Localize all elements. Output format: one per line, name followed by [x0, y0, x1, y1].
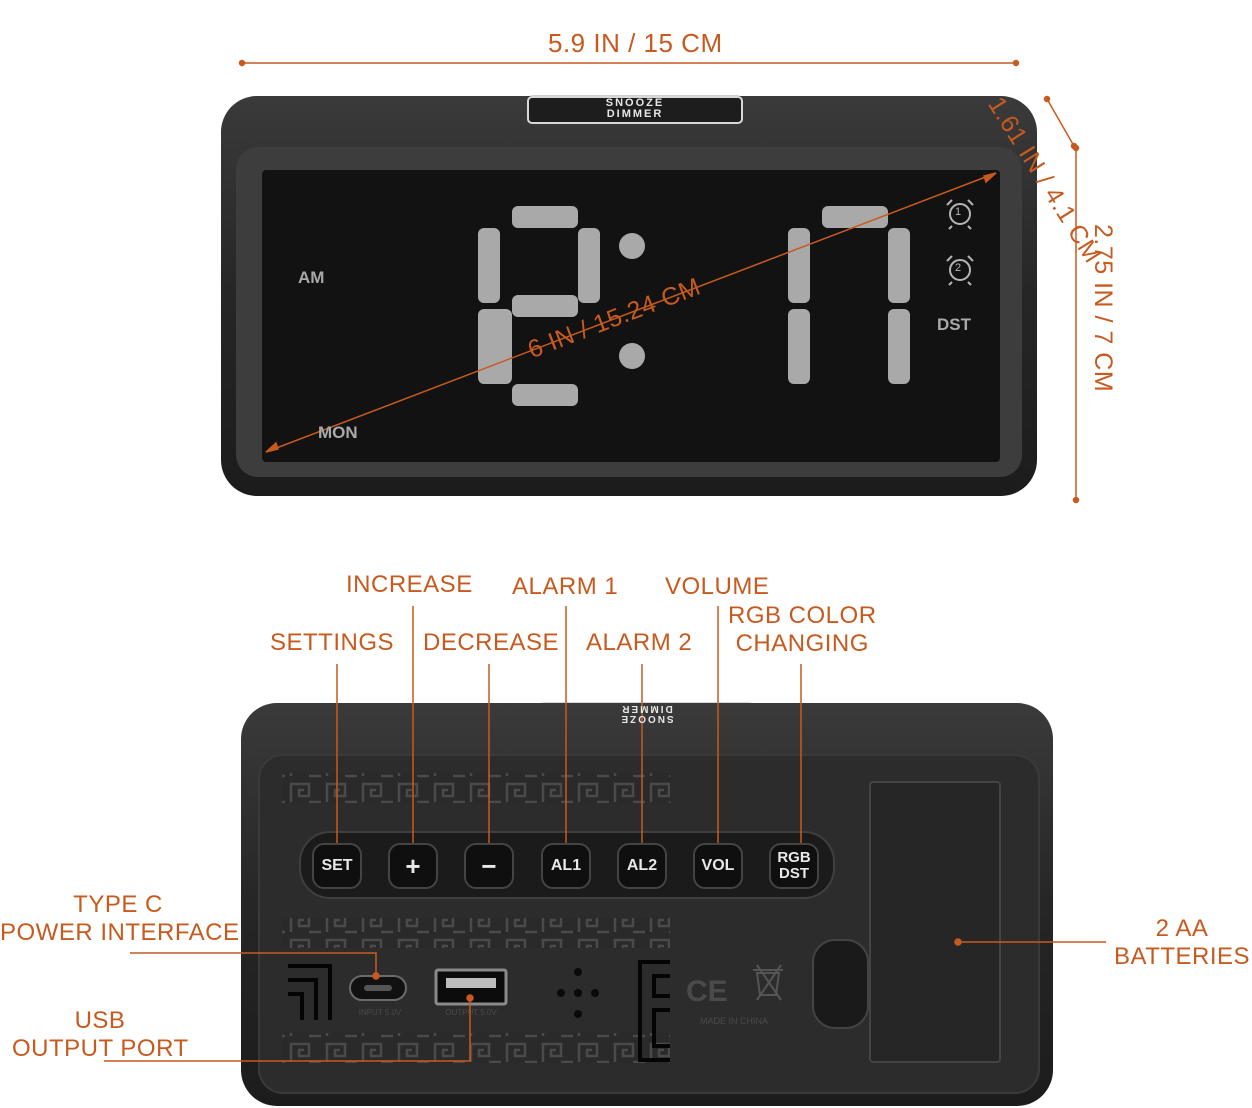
front-clock — [221, 95, 1037, 496]
snooze-text-front: SNOOZE DIMMER — [528, 98, 742, 120]
segment-d1 — [512, 384, 578, 406]
segment-a3 — [822, 206, 888, 228]
bin-icon — [753, 964, 783, 1001]
dimmer-word: DIMMER — [606, 108, 664, 120]
increase-callout: INCREASE — [346, 571, 473, 598]
ce-mark: CE — [686, 975, 728, 1008]
rgb-dst-label-6: RGB — [777, 849, 811, 866]
snooze-word: SNOOZE — [605, 97, 665, 109]
al2-button[interactable]: AL2 — [617, 843, 667, 889]
al1-label: AL1 — [550, 857, 582, 874]
plus-label: + — [405, 850, 421, 881]
segment-g1 — [512, 295, 578, 317]
set-button[interactable]: SET — [312, 843, 362, 889]
segment-e1 — [490, 309, 512, 384]
batteries-callout: 2 AA BATTERIES — [1112, 915, 1252, 971]
side-pattern — [288, 960, 670, 1062]
dst-indicator: DST — [937, 315, 971, 334]
day-indicator: MON — [318, 423, 358, 442]
battery-latch[interactable] — [812, 939, 869, 1029]
rgb-callout-line2: CHANGING — [735, 630, 869, 657]
segment-b2 — [788, 228, 810, 303]
usb-callout-line1: USB — [74, 1007, 126, 1034]
segment-b0 — [478, 228, 500, 303]
batteries-callout-line1: 2 AA — [1155, 915, 1209, 942]
rgb-dst-label-7: DST — [779, 865, 809, 882]
segment-c3 — [888, 309, 910, 384]
usb-callout: USB OUTPUT PORT — [12, 1007, 188, 1063]
segment-a1 — [512, 206, 578, 228]
al1-button[interactable]: AL1 — [541, 843, 591, 889]
segment-b3 — [888, 228, 910, 303]
alarm-2-icon — [946, 255, 974, 286]
rgb-callout-line1: RGB COLOR — [728, 602, 877, 629]
batteries-callout-line2: BATTERIES — [1113, 943, 1251, 970]
typec-callout: TYPE C POWER INTERFACE — [0, 891, 240, 947]
typec-callout-line2: POWER INTERFACE — [0, 919, 240, 946]
typec-callout-line1: TYPE C — [73, 891, 163, 918]
alarm2-callout: ALARM 2 — [586, 629, 693, 656]
alarm-1-icon — [946, 199, 974, 230]
dimmer-word-back: DIMMER — [620, 703, 673, 714]
pattern-strip-bottom — [282, 1033, 670, 1063]
set-label: SET — [321, 857, 353, 874]
battery-cover[interactable] — [869, 781, 1001, 1063]
settings-callout: SETTINGS — [270, 629, 395, 656]
colon-dot-1 — [619, 343, 645, 369]
am-indicator: AM — [298, 268, 325, 287]
segment-b1 — [578, 228, 600, 303]
snooze-button-front[interactable] — [527, 96, 743, 124]
height-dimension-label: 2.75 IN / 7 CM — [1089, 224, 1117, 393]
display-screen — [262, 170, 1000, 462]
clock-digits — [478, 206, 910, 406]
minus-button[interactable]: − — [464, 843, 514, 889]
minus-label: − — [481, 850, 497, 881]
pattern-strip-mid — [282, 918, 670, 948]
volume-callout: VOLUME — [665, 573, 770, 600]
pattern-strip-top — [282, 773, 670, 803]
snooze-word-back: SNOOZE — [619, 713, 674, 724]
colon-dot-0 — [619, 233, 645, 259]
plus-button[interactable]: + — [388, 843, 438, 889]
vol-button[interactable]: VOL — [693, 843, 743, 889]
output-port-label: OUTPUT 5.0V — [445, 1008, 497, 1017]
width-dimension-label: 5.9 IN / 15 CM — [548, 28, 723, 58]
alarm-1-number: 1 — [955, 206, 962, 218]
made-in-label: MADE IN CHINA — [700, 1016, 769, 1026]
dimension-lines — [238, 59, 1080, 504]
speaker-holes — [557, 968, 599, 1018]
usb-callout-line2: OUTPUT PORT — [12, 1035, 189, 1062]
alarm-2-number: 2 — [955, 262, 962, 274]
vol-label: VOL — [701, 857, 735, 874]
rgb-callout: RGB COLOR CHANGING — [728, 602, 877, 658]
decrease-callout: DECREASE — [423, 629, 560, 656]
input-port-label: INPUT 5.0V — [358, 1008, 402, 1017]
snooze-text-back: SNOOZE DIMMER — [540, 703, 753, 724]
al2-label: AL2 — [626, 857, 658, 874]
alarm1-callout: ALARM 1 — [512, 573, 619, 600]
back-clock — [241, 702, 1053, 1106]
segment-c2 — [788, 309, 810, 384]
